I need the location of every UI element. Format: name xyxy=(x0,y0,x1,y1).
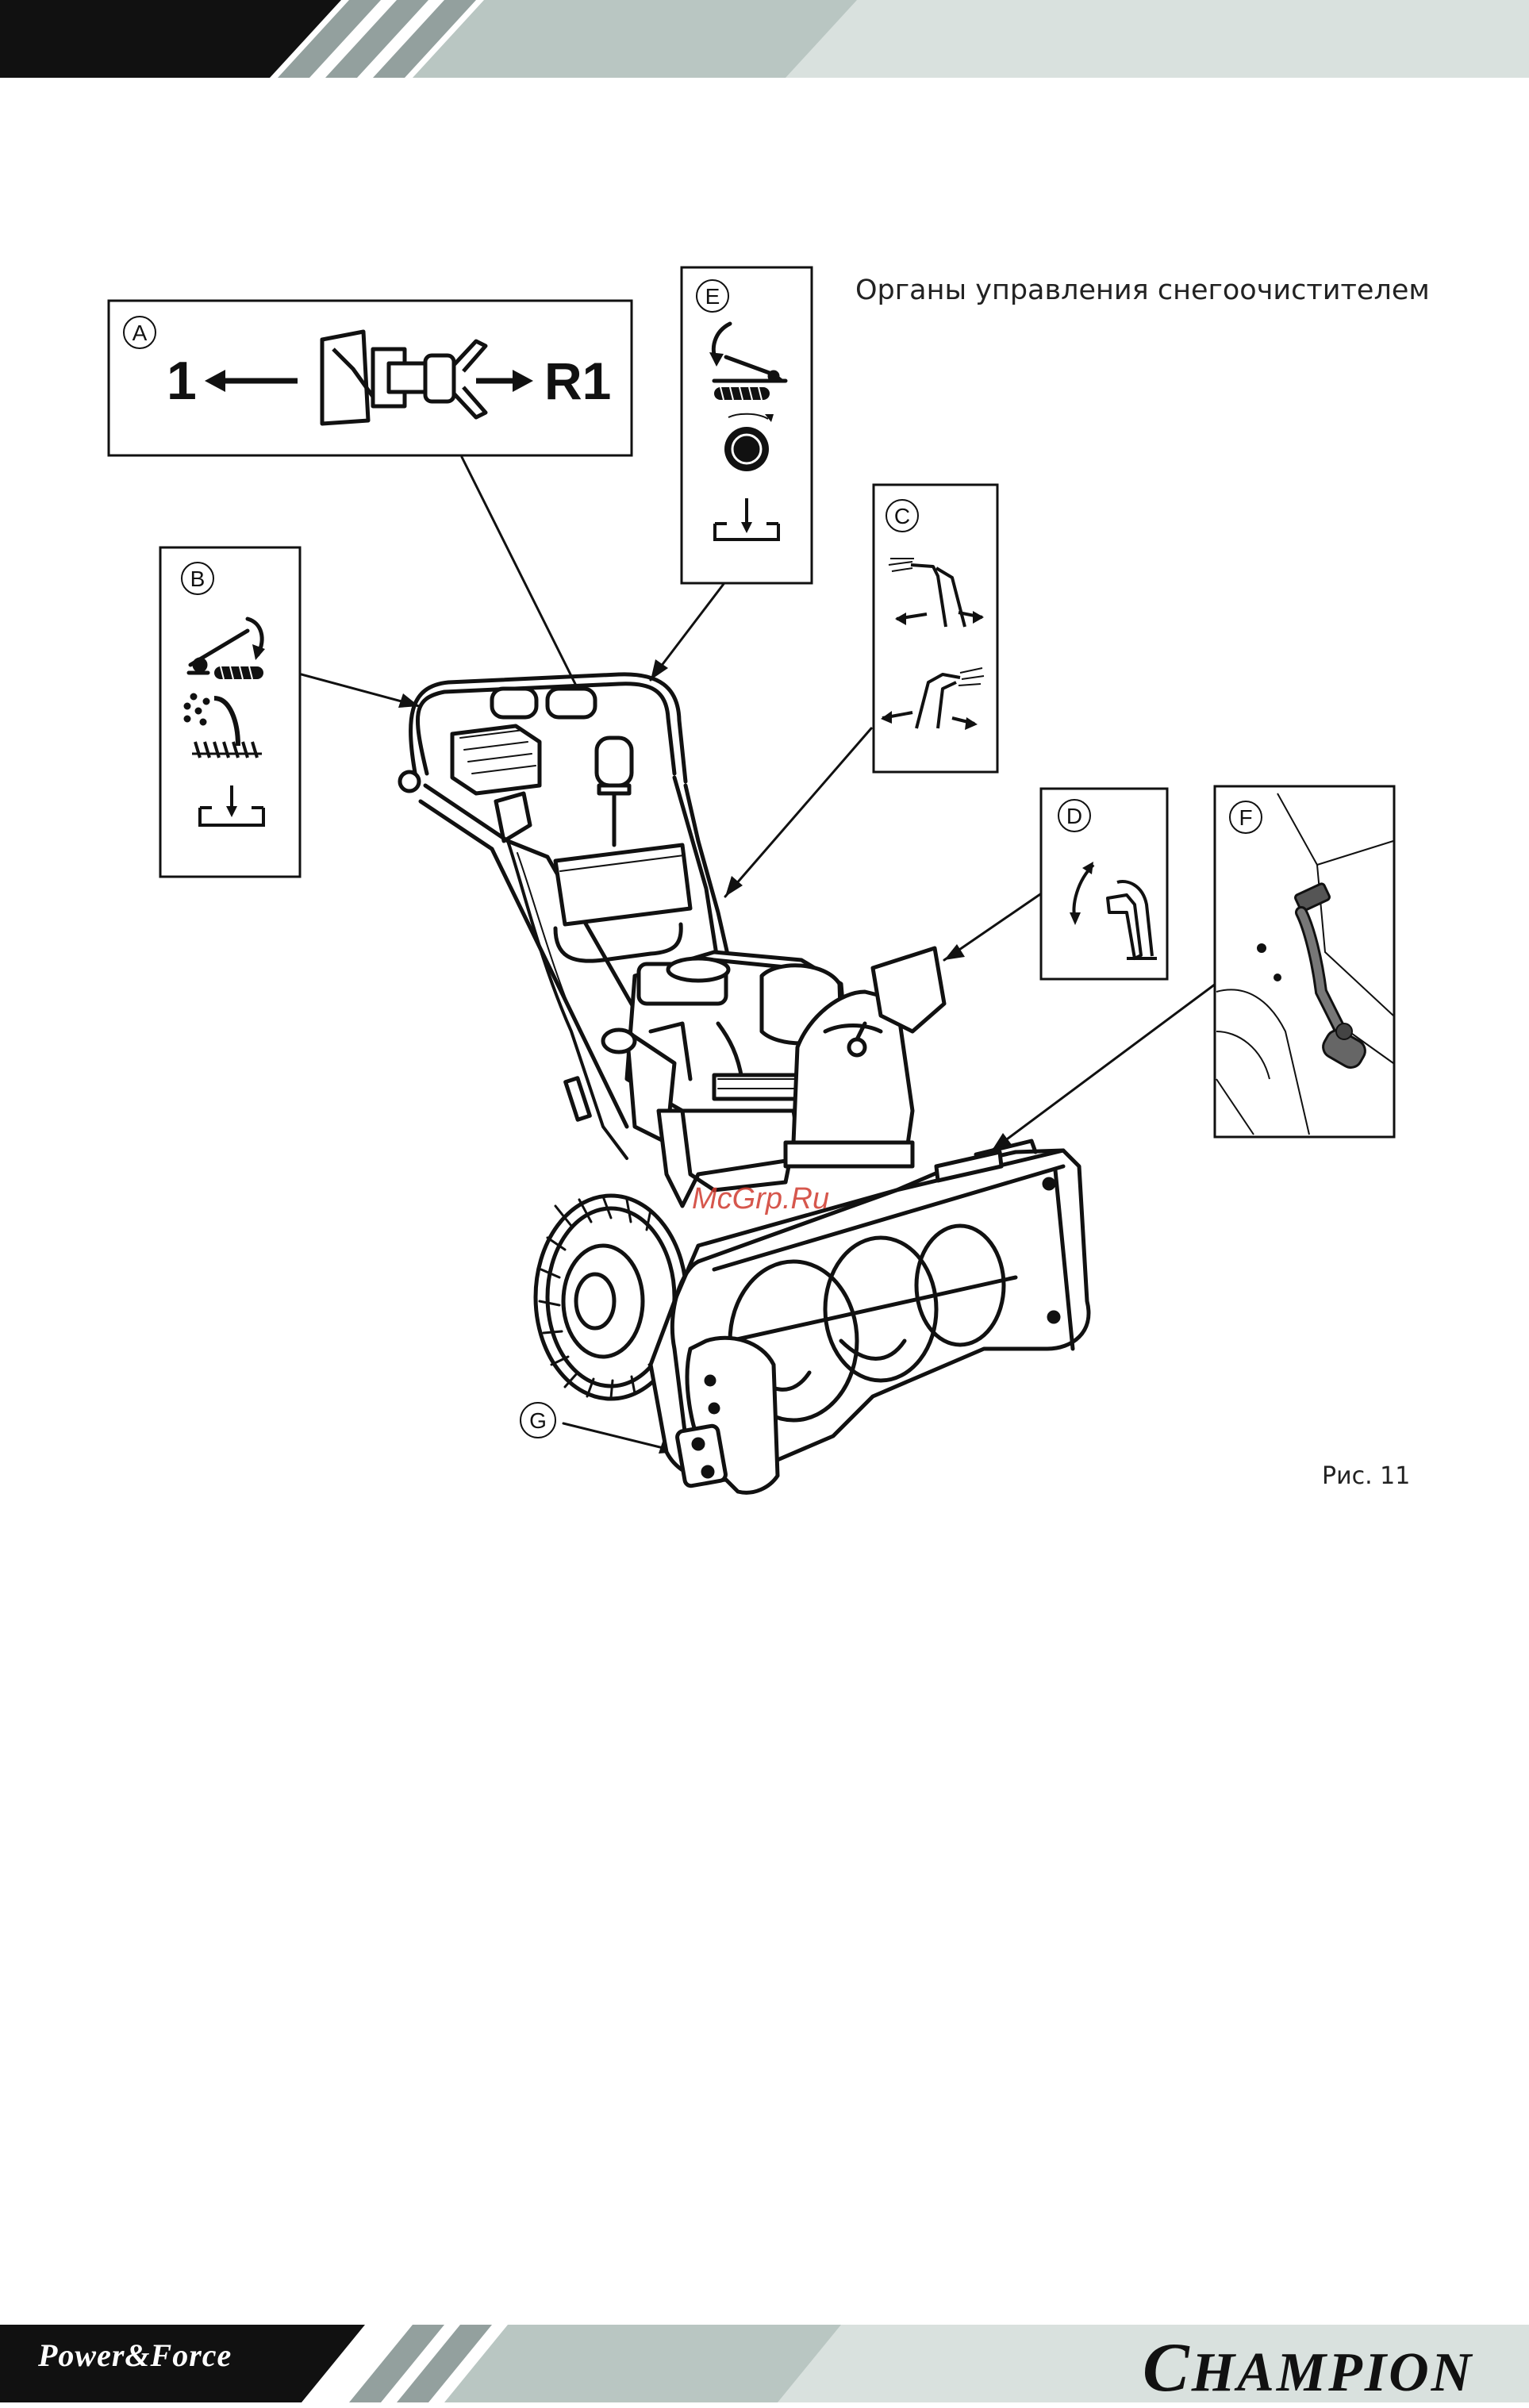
brand-power-force: Power&Force xyxy=(38,2337,232,2374)
panel-e-letter: E xyxy=(705,284,720,309)
panel-b-letter: B xyxy=(190,566,206,591)
watermark: McGrp.Ru xyxy=(692,1182,829,1216)
panel-c-letter: C xyxy=(894,504,910,528)
brand-champion-initial: C xyxy=(1143,2329,1192,2406)
gear-forward-label: 1 xyxy=(167,351,197,411)
auger-icon xyxy=(714,387,770,400)
snowblower-illustration: A 1 R1 E B xyxy=(0,0,1529,1587)
panel-d-letter: D xyxy=(1066,804,1082,828)
panel-f-letter: F xyxy=(1239,805,1252,830)
panel-g-letter: G xyxy=(529,1408,547,1433)
auger-icon xyxy=(214,666,263,679)
panel-a-letter: A xyxy=(133,321,148,345)
panel-f xyxy=(1215,786,1394,1137)
panel-e xyxy=(682,267,812,583)
gear-reverse-label: R1 xyxy=(544,351,611,410)
brand-champion-rest: HAMPION xyxy=(1192,2342,1473,2403)
brand-champion: CHAMPION xyxy=(1143,2328,1473,2408)
leader-f xyxy=(992,984,1216,1150)
leader-c xyxy=(725,728,871,897)
figure-caption: Рис. 11 xyxy=(1322,1462,1410,1490)
